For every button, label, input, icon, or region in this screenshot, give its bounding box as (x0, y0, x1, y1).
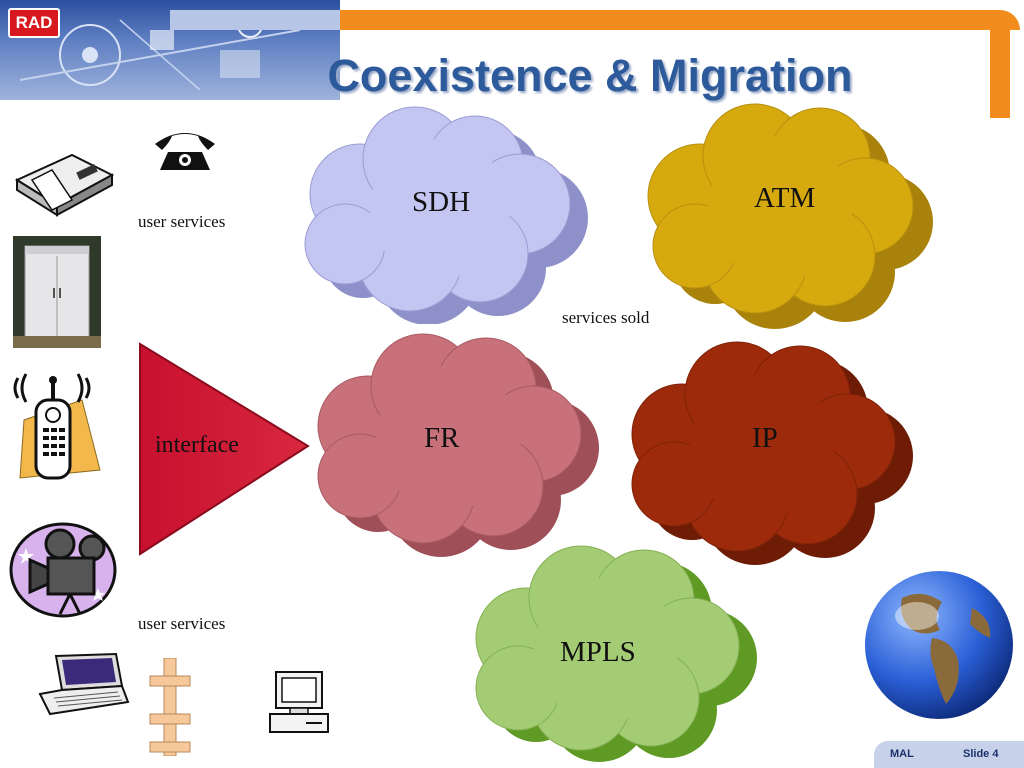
cabinet-icon (13, 236, 101, 348)
computer-icon (269, 671, 329, 733)
header-stripe (170, 10, 340, 30)
mpls-cloud (475, 545, 757, 762)
ip-cloud-label: IP (752, 422, 778, 454)
sdh-cloud (304, 106, 588, 324)
user-services-label-bottom: user services (138, 614, 226, 633)
mpls-cloud-label: MPLS (560, 636, 636, 668)
laptop-icon (38, 652, 130, 716)
atm-cloud (647, 103, 933, 329)
fr-cloud (317, 333, 599, 557)
header-orange-side (990, 10, 1010, 118)
video-camera-icon (9, 522, 117, 618)
globe-icon (865, 571, 1013, 719)
fax-icon (14, 153, 115, 217)
mobile-phone-icon (13, 373, 101, 480)
pipe-icon (149, 658, 191, 756)
footer-author: MAL (890, 748, 914, 760)
interface-triangle (139, 342, 310, 556)
user-services-label-top: user services (138, 212, 226, 231)
fr-cloud-label: FR (424, 422, 460, 454)
atm-cloud-label: ATM (754, 182, 816, 214)
slide-title: Coexistence & Migration (327, 50, 853, 101)
slide-footer: MAL Slide 4 (874, 741, 1024, 768)
rad-logo: RAD (8, 8, 60, 38)
footer-slide-number: Slide 4 (963, 748, 999, 760)
interface-label: interface (155, 432, 239, 458)
telephone-icon (155, 133, 215, 170)
slide-header: RAD (0, 0, 1024, 118)
ip-cloud (631, 341, 913, 565)
header-orange-bar (340, 10, 1020, 30)
sdh-cloud-label: SDH (412, 186, 471, 218)
services-sold-label: services sold (562, 308, 650, 327)
